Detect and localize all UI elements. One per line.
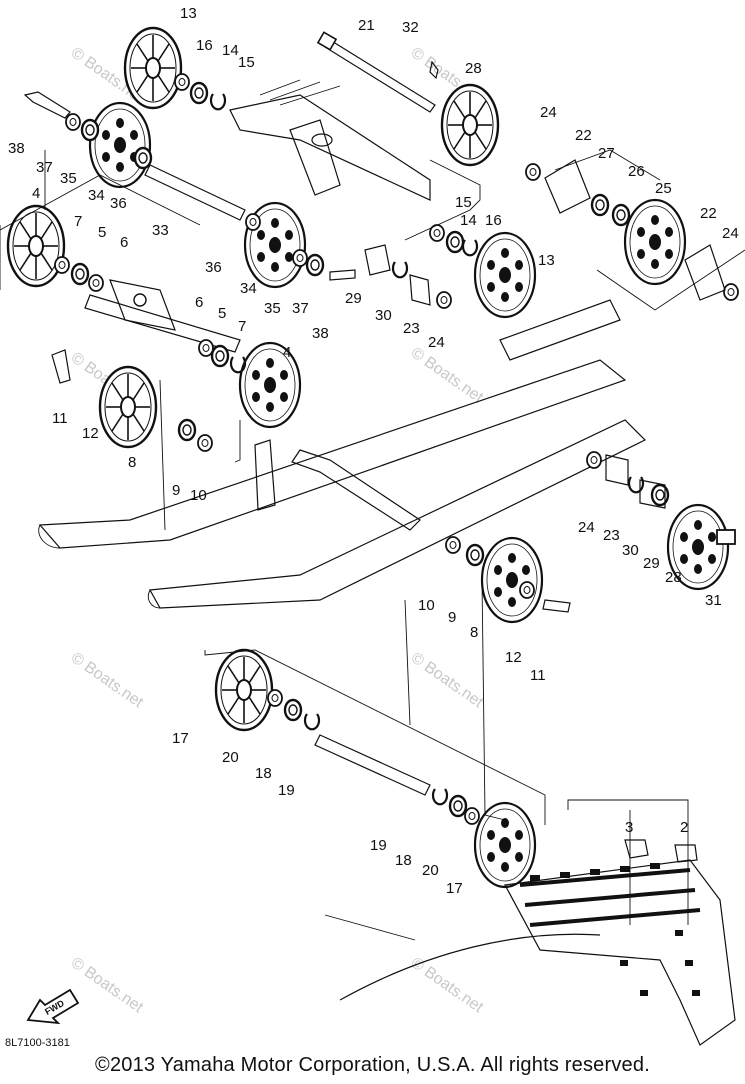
callout-label: 37 <box>292 300 309 317</box>
callout-label: 11 <box>52 410 68 427</box>
callout-label: 37 <box>36 159 53 176</box>
callout-label: 7 <box>238 318 246 335</box>
callout-label: 13 <box>538 252 555 269</box>
watermark-text: © Boats.net <box>68 649 147 711</box>
callout-label: 17 <box>446 880 463 897</box>
watermark-text: © Boats.net <box>408 649 487 711</box>
bolts <box>23 91 736 613</box>
callout-label: 18 <box>255 765 272 782</box>
watermark-text: © Boats.net <box>408 344 487 406</box>
callout-label: 29 <box>643 555 660 572</box>
shaft-33 <box>144 164 246 221</box>
wheel-4-left <box>6 204 66 288</box>
small-parts <box>54 73 739 825</box>
callout-label: 36 <box>110 195 127 212</box>
callout-label: 5 <box>218 305 226 322</box>
callout-label: 24 <box>540 104 557 121</box>
callout-label: 4 <box>283 344 291 361</box>
wheel-8-right <box>480 536 544 624</box>
callout-label: 10 <box>190 487 207 504</box>
wheel-34-top <box>88 101 152 189</box>
slide-rails <box>38 299 647 609</box>
callout-label: 8 <box>128 454 136 471</box>
bracket-axle-left <box>84 279 241 353</box>
track <box>339 859 736 1046</box>
callout-label: 9 <box>172 482 180 499</box>
callout-label: 6 <box>195 294 203 311</box>
wheel-8-left <box>98 365 158 449</box>
shaft-21 <box>316 31 436 113</box>
callout-label: 35 <box>60 170 77 187</box>
callout-label: 32 <box>402 19 419 36</box>
callout-label: 21 <box>358 17 375 34</box>
wheel-17-right <box>473 801 537 889</box>
rear-arm <box>254 439 431 796</box>
bushings <box>364 159 726 509</box>
callout-label: 25 <box>655 180 672 197</box>
callout-label: 33 <box>152 222 169 239</box>
callout-label: 6 <box>120 234 128 251</box>
callout-label: 28 <box>465 60 482 77</box>
callout-label: 11 <box>530 667 546 684</box>
callout-label: 27 <box>598 145 615 162</box>
callout-label: 36 <box>205 259 222 276</box>
callout-label: 9 <box>448 609 456 626</box>
callout-label: 3 <box>625 819 633 836</box>
callout-label: 38 <box>312 325 329 342</box>
callout-label: 20 <box>222 749 239 766</box>
callout-label: 12 <box>82 425 99 442</box>
callout-label: 29 <box>345 290 362 307</box>
callout-label: 30 <box>375 307 392 324</box>
fwd-arrow-icon: FWD <box>26 988 80 1025</box>
pin-32 <box>429 60 439 80</box>
callout-label: 19 <box>370 837 387 854</box>
callout-label: 13 <box>180 5 197 22</box>
callout-label: 14 <box>222 42 239 59</box>
callout-label: 15 <box>238 54 255 71</box>
callout-label: 8 <box>470 624 478 641</box>
callout-label: 18 <box>395 852 412 869</box>
copyright-footer: ©2013 Yamaha Motor Corporation, U.S.A. A… <box>95 1054 650 1076</box>
callout-label: 15 <box>455 194 472 211</box>
callout-label: 34 <box>88 187 105 204</box>
callout-label: 12 <box>505 649 522 666</box>
callout-label: 23 <box>603 527 620 544</box>
callout-label: 34 <box>240 280 257 297</box>
wheel-13-right <box>473 231 537 319</box>
callout-label: 19 <box>278 782 295 799</box>
wheel-25 <box>623 198 687 286</box>
callout-label: 16 <box>485 212 502 229</box>
callout-label: 17 <box>172 730 189 747</box>
callout-label: 28 <box>665 569 682 586</box>
track-clips <box>624 839 698 863</box>
callout-label: 31 <box>705 592 722 609</box>
wheel-17-lower <box>214 648 274 732</box>
callout-label: 26 <box>628 163 645 180</box>
callout-label: 24 <box>578 519 595 536</box>
callouts: 13 16 14 15 21 32 28 38 37 35 34 36 24 2… <box>8 5 739 897</box>
callout-label: 16 <box>196 37 213 54</box>
callout-label: 24 <box>428 334 445 351</box>
callout-label: 14 <box>460 212 477 229</box>
callout-label: 30 <box>622 542 639 559</box>
callout-label: 7 <box>74 213 82 230</box>
callout-label: 22 <box>575 127 592 144</box>
front-axle-housing <box>229 79 431 201</box>
callout-label: 2 <box>680 819 688 836</box>
callout-label: 35 <box>264 300 281 317</box>
callout-label: 22 <box>700 205 717 222</box>
watermark-text: © Boats.net <box>68 954 147 1016</box>
wheel-28-top <box>440 83 500 167</box>
callout-label: 23 <box>403 320 420 337</box>
wheel-13-top <box>123 26 183 110</box>
leader-lines <box>0 149 745 941</box>
callout-label: 4 <box>32 185 40 202</box>
parts-exploded-diagram: © Boats.net © Boats.net © Boats.net © Bo… <box>0 5 745 1049</box>
callout-label: 20 <box>422 862 439 879</box>
part-code: 8L7100-3181 <box>5 1037 70 1049</box>
callout-label: 10 <box>418 597 435 614</box>
callout-label: 5 <box>98 224 106 241</box>
callout-label: 38 <box>8 140 25 157</box>
callout-label: 24 <box>722 225 739 242</box>
